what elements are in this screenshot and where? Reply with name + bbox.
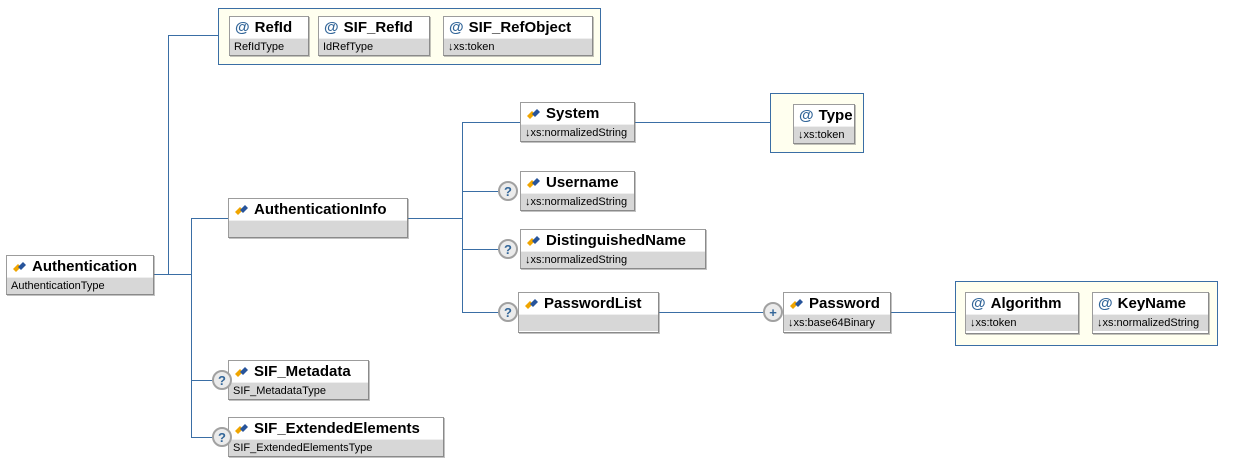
- element-icon: [526, 235, 541, 247]
- element-name: Authentication: [32, 258, 137, 275]
- attribute-node-refid[interactable]: @ RefId RefIdType: [229, 16, 309, 56]
- element-node-passwordlist[interactable]: PasswordList: [518, 292, 659, 333]
- connector-line: [462, 122, 463, 313]
- element-node-authenticationinfo[interactable]: AuthenticationInfo: [228, 198, 408, 238]
- element-icon: [789, 298, 804, 310]
- element-name: Username: [546, 174, 619, 191]
- attribute-at-icon: @: [799, 107, 814, 124]
- repeat-indicator: +: [763, 302, 783, 322]
- element-node-sif-extendedelements[interactable]: SIF_ExtendedElements SIF_ExtendedElement…: [228, 417, 444, 457]
- optional-indicator: ?: [212, 427, 232, 447]
- element-name: DistinguishedName: [546, 232, 687, 249]
- connector-line: [408, 218, 462, 219]
- element-name: Password: [809, 295, 880, 312]
- element-type: SIF_ExtendedElementsType: [229, 439, 443, 456]
- element-node-username[interactable]: Username ↓xs:normalizedString: [520, 171, 635, 211]
- attribute-at-icon: @: [324, 19, 339, 36]
- attribute-type: ↓xs:token: [794, 126, 854, 143]
- element-type: ↓xs:normalizedString: [521, 193, 634, 210]
- element-node-sif-metadata[interactable]: SIF_Metadata SIF_MetadataType: [228, 360, 369, 400]
- attribute-name: RefId: [254, 19, 293, 36]
- element-name: AuthenticationInfo: [254, 201, 387, 218]
- element-node-password[interactable]: Password ↓xs:base64Binary: [783, 292, 891, 333]
- attribute-node-sif-refid[interactable]: @ SIF_RefId IdRefType: [318, 16, 430, 56]
- attribute-node-algorithm[interactable]: @ Algorithm ↓xs:token: [965, 292, 1079, 334]
- attribute-name: Type: [818, 107, 853, 124]
- optional-indicator: ?: [212, 370, 232, 390]
- element-type: [229, 220, 407, 237]
- connector-line: [191, 218, 228, 219]
- attribute-name: SIF_RefId: [343, 19, 413, 36]
- element-icon: [12, 261, 27, 273]
- element-icon: [526, 108, 541, 120]
- attribute-at-icon: @: [235, 19, 250, 36]
- element-node-distinguishedname[interactable]: DistinguishedName ↓xs:normalizedString: [520, 229, 706, 269]
- attribute-node-type[interactable]: @ Type ↓xs:token: [793, 104, 855, 144]
- attribute-type: RefIdType: [230, 38, 308, 55]
- attribute-type: ↓xs:normalizedString: [1093, 314, 1208, 331]
- element-icon: [526, 177, 541, 189]
- connector-line: [635, 122, 770, 123]
- attribute-type: ↓xs:token: [444, 38, 592, 55]
- element-type: ↓xs:base64Binary: [784, 314, 890, 331]
- connector-line: [153, 274, 192, 275]
- connector-line: [462, 249, 502, 250]
- element-type: SIF_MetadataType: [229, 382, 368, 399]
- element-icon: [234, 204, 249, 216]
- element-name: PasswordList: [544, 295, 642, 312]
- element-icon: [524, 298, 539, 310]
- connector-line: [462, 191, 502, 192]
- optional-indicator: ?: [498, 239, 518, 259]
- element-type: AuthenticationType: [7, 277, 153, 294]
- connector-line: [659, 312, 765, 313]
- element-node-system[interactable]: System ↓xs:normalizedString: [520, 102, 635, 142]
- attribute-node-keyname[interactable]: @ KeyName ↓xs:normalizedString: [1092, 292, 1209, 334]
- element-name: SIF_ExtendedElements: [254, 420, 420, 437]
- attribute-name: SIF_RefObject: [468, 19, 572, 36]
- attribute-name: Algorithm: [990, 295, 1062, 312]
- attribute-at-icon: @: [1098, 295, 1113, 312]
- element-name: System: [546, 105, 600, 122]
- connector-line: [168, 35, 218, 36]
- element-type: ↓xs:normalizedString: [521, 124, 634, 141]
- connector-line: [191, 437, 216, 438]
- connector-line: [891, 312, 955, 313]
- connector-line: [462, 312, 502, 313]
- connector-line: [168, 35, 169, 275]
- connector-line: [191, 380, 216, 381]
- element-icon: [234, 423, 249, 435]
- attribute-name: KeyName: [1117, 295, 1187, 312]
- element-type: ↓xs:normalizedString: [521, 251, 705, 268]
- attribute-at-icon: @: [449, 19, 464, 36]
- element-icon: [234, 366, 249, 378]
- connector-line: [191, 218, 192, 438]
- attribute-type: IdRefType: [319, 38, 429, 55]
- attribute-type: ↓xs:token: [966, 314, 1078, 331]
- attribute-at-icon: @: [971, 295, 986, 312]
- attribute-node-sif-refobject[interactable]: @ SIF_RefObject ↓xs:token: [443, 16, 593, 56]
- optional-indicator: ?: [498, 181, 518, 201]
- element-name: SIF_Metadata: [254, 363, 351, 380]
- optional-indicator: ?: [498, 302, 518, 322]
- connector-line: [462, 122, 520, 123]
- element-type: [519, 314, 658, 331]
- element-node-authentication[interactable]: Authentication AuthenticationType: [6, 255, 154, 295]
